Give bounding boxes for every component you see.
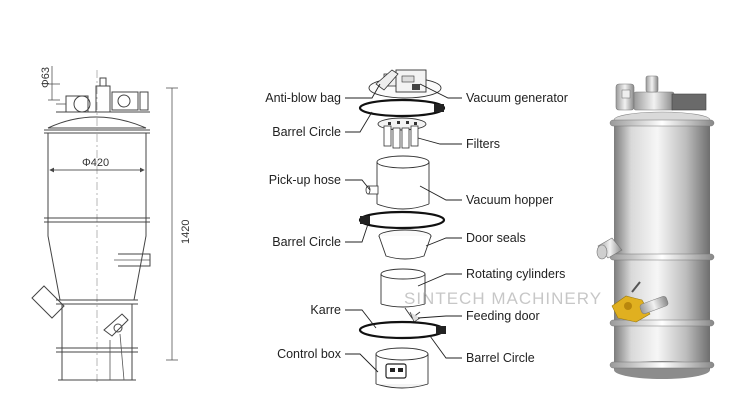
barrel-circle-3 — [358, 320, 446, 340]
dim-phi63: Φ63 — [40, 67, 52, 88]
exploded-diagram: Anti-blow bag Barrel Circle Pick-up hose… — [265, 69, 568, 389]
label-filters: Filters — [466, 137, 500, 151]
technical-drawing: Φ63 Φ420 — [31, 66, 192, 385]
label-feeding-door: Feeding door — [466, 309, 540, 323]
label-vacuum-hopper: Vacuum hopper — [466, 193, 553, 207]
control-box-part — [375, 347, 429, 389]
label-vacuum-generator: Vacuum generator — [466, 91, 568, 105]
label-karre: Karre — [310, 303, 341, 317]
barrel-circle-2 — [358, 210, 446, 230]
label-control-box: Control box — [277, 347, 342, 361]
vacuum-generator-drawing — [56, 77, 150, 113]
door-seals-part — [378, 229, 432, 260]
barrel-circle-1 — [358, 98, 446, 118]
dim-height-1420: 1420 — [180, 220, 192, 244]
label-barrel-circle-mid: Barrel Circle — [272, 235, 341, 249]
label-door-seals: Door seals — [466, 231, 526, 245]
label-barrel-circle-bottom: Barrel Circle — [466, 351, 535, 365]
label-anti-blow-bag: Anti-blow bag — [265, 91, 341, 105]
watermark: SINTECH MACHINERY — [404, 289, 602, 308]
label-pick-up-hose: Pick-up hose — [269, 173, 341, 187]
filters-part — [377, 117, 427, 149]
rotating-cylinders-part — [380, 268, 426, 323]
label-barrel-circle-top: Barrel Circle — [272, 125, 341, 139]
product-photo — [596, 75, 715, 379]
side-inlet — [31, 285, 65, 319]
top-cap — [47, 116, 147, 129]
vacuum-generator-part — [368, 69, 442, 99]
valve-yellow — [611, 295, 651, 323]
dim-phi420: Φ420 — [82, 157, 109, 169]
vacuum-hopper-part — [365, 155, 430, 210]
label-rotating-cylinders: Rotating cylinders — [466, 267, 565, 281]
